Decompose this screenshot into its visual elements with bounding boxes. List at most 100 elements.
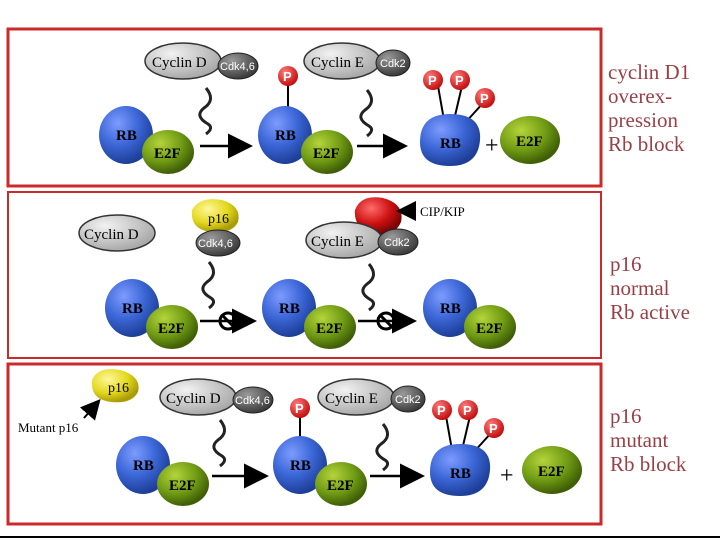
panel-2: Cyclin D p16 Cdk4,6 CIP/KIP Cyclin E Cdk… [78, 197, 516, 349]
cdk46-label: Cdk4,6 [220, 61, 255, 73]
cdk2-blob [390, 385, 426, 413]
panel-3-frame [6, 362, 603, 526]
cyclin-e-label: Cyclin E [325, 391, 378, 407]
cdk2-label: Cdk2 [380, 58, 406, 70]
rb-protein [258, 106, 312, 164]
squiggle-icon [361, 263, 376, 312]
cdk2-blob [377, 228, 419, 256]
p16-protein [91, 369, 139, 403]
rb-protein [420, 114, 481, 166]
e2f-label: E2F [476, 321, 503, 337]
cdk2-label: Cdk2 [384, 237, 410, 249]
e2f-protein [157, 462, 209, 506]
panel-1-frame [6, 27, 603, 188]
phosphate-bond [445, 415, 453, 451]
rb-label: RB [279, 301, 300, 317]
phosphate-icon [450, 70, 470, 90]
block-slash [378, 313, 394, 329]
cdk46-label: Cdk4,6 [198, 238, 233, 250]
p16-label: p16 [108, 381, 129, 396]
cdk46-blob [232, 386, 274, 414]
rb-label: RB [275, 128, 296, 144]
rb-label: RB [440, 136, 461, 152]
e2f-label: E2F [313, 146, 340, 162]
e2f-label: E2F [158, 321, 185, 337]
rb-protein [430, 444, 491, 496]
rb-label: RB [116, 128, 137, 144]
mutant-pointer-arrow [79, 398, 101, 421]
panel-2-side-label: p16 normal Rb active [610, 252, 690, 324]
plus-sign: + [485, 133, 499, 159]
e2f-protein [301, 130, 353, 174]
e2f-protein [522, 446, 582, 494]
rb-protein [423, 279, 477, 337]
rb-label: RB [440, 301, 461, 317]
p16-protein [191, 199, 239, 233]
e2f-label: E2F [516, 134, 543, 150]
panel-3-side-label: p16 mutant Rb block [610, 404, 687, 476]
block-icon [218, 311, 238, 331]
e2f-protein [142, 130, 194, 174]
phosphate-label: P [455, 73, 464, 88]
rb-protein [262, 279, 316, 337]
rb-protein [99, 106, 153, 164]
e2f-protein [304, 305, 356, 349]
phosphate-icon [278, 66, 298, 86]
cdk46-label: Cdk4,6 [235, 395, 270, 407]
phosphate-label: P [437, 403, 446, 418]
rb-label: RB [290, 458, 311, 474]
rb-label: RB [122, 301, 143, 317]
cyclin-d-label: Cyclin D [84, 227, 139, 243]
cdk46-blob [217, 52, 259, 80]
cyclin-e-label: Cyclin E [311, 55, 364, 71]
e2f-label: E2F [538, 464, 565, 480]
rb-label: RB [133, 458, 154, 474]
rb-protein [105, 279, 159, 337]
p16-label: p16 [208, 212, 229, 227]
phosphate-label: P [283, 69, 292, 84]
e2f-protein [146, 305, 198, 349]
panel-1: Cyclin D Cdk4,6 Cyclin E Cdk2 RB E2F P R… [99, 42, 560, 174]
cdk2-label: Cdk2 [395, 394, 421, 406]
e2f-protein [500, 116, 560, 164]
e2f-label: E2F [154, 146, 181, 162]
rb-protein [273, 436, 327, 494]
plus-sign: + [500, 463, 514, 489]
phosphate-label: P [480, 91, 489, 106]
cdk2-blob [375, 49, 411, 77]
phosphate-icon [432, 400, 452, 420]
panel-3: p16 Mutant p16 Cyclin D Cdk4,6 Cyclin E … [18, 369, 582, 506]
phosphate-label: P [428, 73, 437, 88]
e2f-label: E2F [169, 478, 196, 494]
phosphate-icon [290, 398, 310, 418]
phosphate-label: P [489, 421, 498, 436]
squiggle-icon [212, 419, 227, 468]
e2f-label: E2F [327, 478, 354, 494]
cyclin-d-blob [78, 214, 156, 252]
phosphate-icon [423, 70, 443, 90]
e2f-protein [464, 305, 516, 349]
panel-1-side-label: cyclin D1 overex- pression Rb block [608, 60, 691, 156]
phosphate-label: P [295, 401, 304, 416]
phosphate-bond [437, 85, 445, 121]
e2f-label: E2F [316, 321, 343, 337]
cyclin-d-label: Cyclin D [152, 55, 207, 71]
cipkip-label: CIP/KIP [420, 204, 465, 219]
phosphate-icon [475, 88, 495, 108]
phosphate-icon [458, 400, 478, 420]
rb-protein [116, 436, 170, 494]
squiggle-icon [198, 87, 213, 136]
cyclin-e-label: Cyclin E [311, 234, 364, 250]
mutant-p16-label: Mutant p16 [18, 420, 79, 435]
phosphate-icon [484, 418, 504, 438]
e2f-protein [315, 462, 367, 506]
cdk46-blob [195, 229, 241, 257]
block-icon [376, 311, 396, 331]
squiggle-icon [201, 261, 216, 310]
rb-label: RB [450, 466, 471, 482]
phosphate-label: P [463, 403, 472, 418]
panel-2-frame [7, 191, 602, 359]
cyclin-d-label: Cyclin D [166, 391, 221, 407]
squiggle-icon [375, 423, 390, 472]
